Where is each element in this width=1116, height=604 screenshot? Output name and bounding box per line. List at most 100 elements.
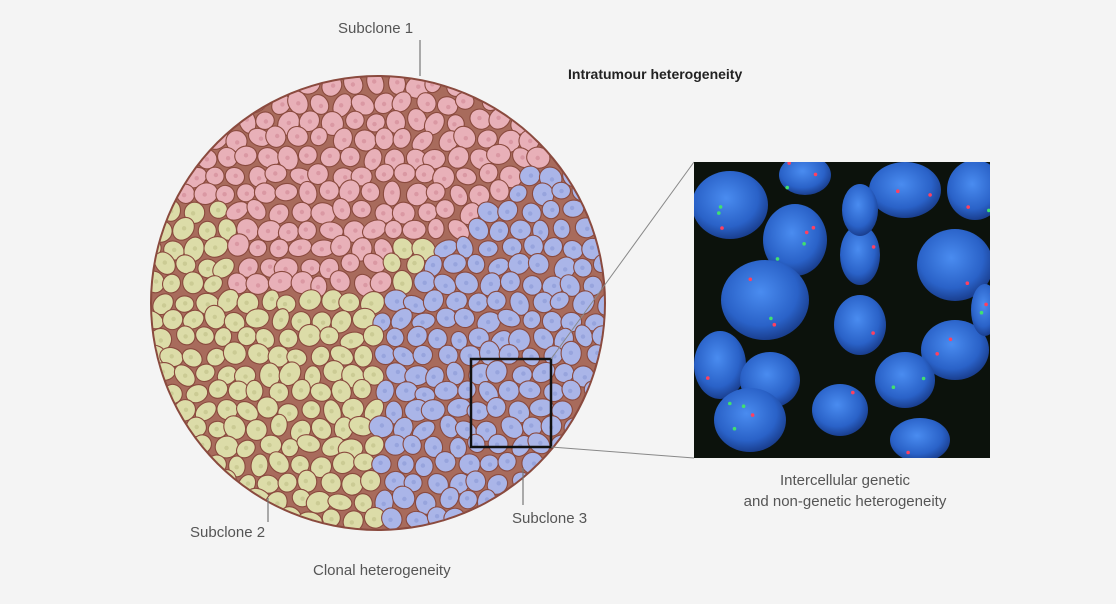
cell-nucleus xyxy=(329,517,334,522)
cell-nucleus xyxy=(516,338,521,344)
cell-nucleus xyxy=(410,443,416,448)
cell-nucleus xyxy=(232,350,237,355)
cell-nucleus xyxy=(371,517,377,522)
cell-nucleus xyxy=(422,392,427,397)
cell-nucleus xyxy=(392,335,397,340)
cell-nucleus xyxy=(467,353,472,358)
cell-nucleus xyxy=(381,353,386,359)
cell-nucleus xyxy=(340,460,346,466)
cell-nucleus xyxy=(297,318,302,324)
fish-signal-dot xyxy=(717,211,721,215)
cell-nucleus xyxy=(362,460,367,465)
fish-signal-dot xyxy=(871,331,875,335)
cell-nucleus xyxy=(452,122,457,127)
cell-nucleus xyxy=(462,172,468,178)
cell-nucleus xyxy=(277,389,282,394)
cell-nucleus xyxy=(478,373,483,378)
cell-nucleus xyxy=(360,101,365,106)
cell-nucleus xyxy=(541,335,546,340)
cell-nucleus xyxy=(529,284,534,289)
cell-nucleus xyxy=(295,134,300,139)
cell-nucleus xyxy=(414,518,419,523)
cell-nucleus xyxy=(262,190,267,195)
cell-nucleus xyxy=(560,409,565,415)
cell-nucleus xyxy=(359,424,364,430)
stained-nucleus xyxy=(875,352,935,408)
stained-nucleus xyxy=(721,260,809,340)
cell-nucleus xyxy=(244,191,249,196)
cell-nucleus xyxy=(315,284,321,290)
cell-nucleus xyxy=(381,172,387,177)
cell-nucleus xyxy=(495,264,501,269)
cell-nucleus xyxy=(453,262,458,267)
cell-nucleus xyxy=(319,353,324,358)
cell-nucleus xyxy=(369,332,375,337)
subclone-3-label: Subclone 3 xyxy=(512,510,588,527)
cell-nucleus xyxy=(285,337,291,342)
cell-nucleus xyxy=(468,212,473,217)
cell-nucleus xyxy=(194,176,199,181)
cell-nucleus xyxy=(398,98,404,104)
cell-nucleus xyxy=(492,405,497,410)
cell-nucleus xyxy=(350,82,356,87)
cell-nucleus xyxy=(580,334,586,339)
fish-signal-dot xyxy=(851,390,855,395)
cell-nucleus xyxy=(508,316,513,322)
cell-nucleus xyxy=(404,388,409,393)
cell-nucleus xyxy=(225,406,230,411)
cell-nucleus xyxy=(347,190,352,195)
cell-nucleus xyxy=(329,445,335,450)
cell-nucleus xyxy=(267,442,272,448)
cell-nucleus xyxy=(434,514,440,519)
cell-nucleus xyxy=(442,176,447,182)
cell-nucleus xyxy=(394,442,399,448)
cell-nucleus xyxy=(221,336,227,341)
cell-nucleus xyxy=(275,501,280,506)
cell-nucleus xyxy=(563,267,568,272)
cell-nucleus xyxy=(559,188,564,194)
cell-nucleus xyxy=(350,482,356,487)
cell-nucleus xyxy=(339,320,344,325)
cell-nucleus xyxy=(298,388,304,393)
cell-nucleus xyxy=(269,296,275,302)
cell-nucleus xyxy=(550,207,555,213)
cell-nucleus xyxy=(538,440,543,446)
cell-nucleus xyxy=(206,266,211,272)
cell-nucleus xyxy=(422,280,427,285)
cell-nucleus xyxy=(211,281,216,286)
cell-nucleus xyxy=(172,247,177,253)
stained-nucleus xyxy=(921,320,989,380)
cell-nucleus xyxy=(307,442,312,447)
cell-nucleus xyxy=(425,101,430,107)
cell-nucleus xyxy=(243,153,249,158)
fish-signal-dot xyxy=(965,281,970,286)
cell-nucleus xyxy=(416,84,421,89)
fish-signal-dot xyxy=(928,193,932,197)
cell-nucleus xyxy=(415,158,420,163)
cell-nucleus xyxy=(213,137,218,143)
cell-nucleus xyxy=(161,303,167,308)
cell-nucleus xyxy=(305,190,310,195)
cell-nucleus xyxy=(235,389,240,394)
cell-nucleus xyxy=(486,137,491,142)
cell-nucleus xyxy=(372,79,377,84)
diagram-title: Intratumour heterogeneity xyxy=(568,66,743,82)
zoom-box xyxy=(469,357,553,449)
cell-nucleus xyxy=(247,266,252,271)
cell-nucleus xyxy=(360,387,365,392)
cell-nucleus xyxy=(518,300,523,305)
stained-nucleus xyxy=(694,171,768,239)
cell-nucleus xyxy=(171,316,176,322)
cell-nucleus xyxy=(446,104,451,110)
cell-nucleus xyxy=(204,369,209,374)
cell-nucleus xyxy=(182,261,188,266)
cell-nucleus xyxy=(309,373,314,379)
cell-nucleus xyxy=(307,119,313,124)
cell-nucleus xyxy=(350,372,356,378)
cell-nucleus xyxy=(379,423,385,428)
cell-nucleus xyxy=(518,228,523,234)
cell-nucleus xyxy=(591,321,597,326)
cell-nucleus xyxy=(390,190,395,195)
cell-nucleus xyxy=(566,284,572,289)
cell-nucleus xyxy=(181,192,187,198)
